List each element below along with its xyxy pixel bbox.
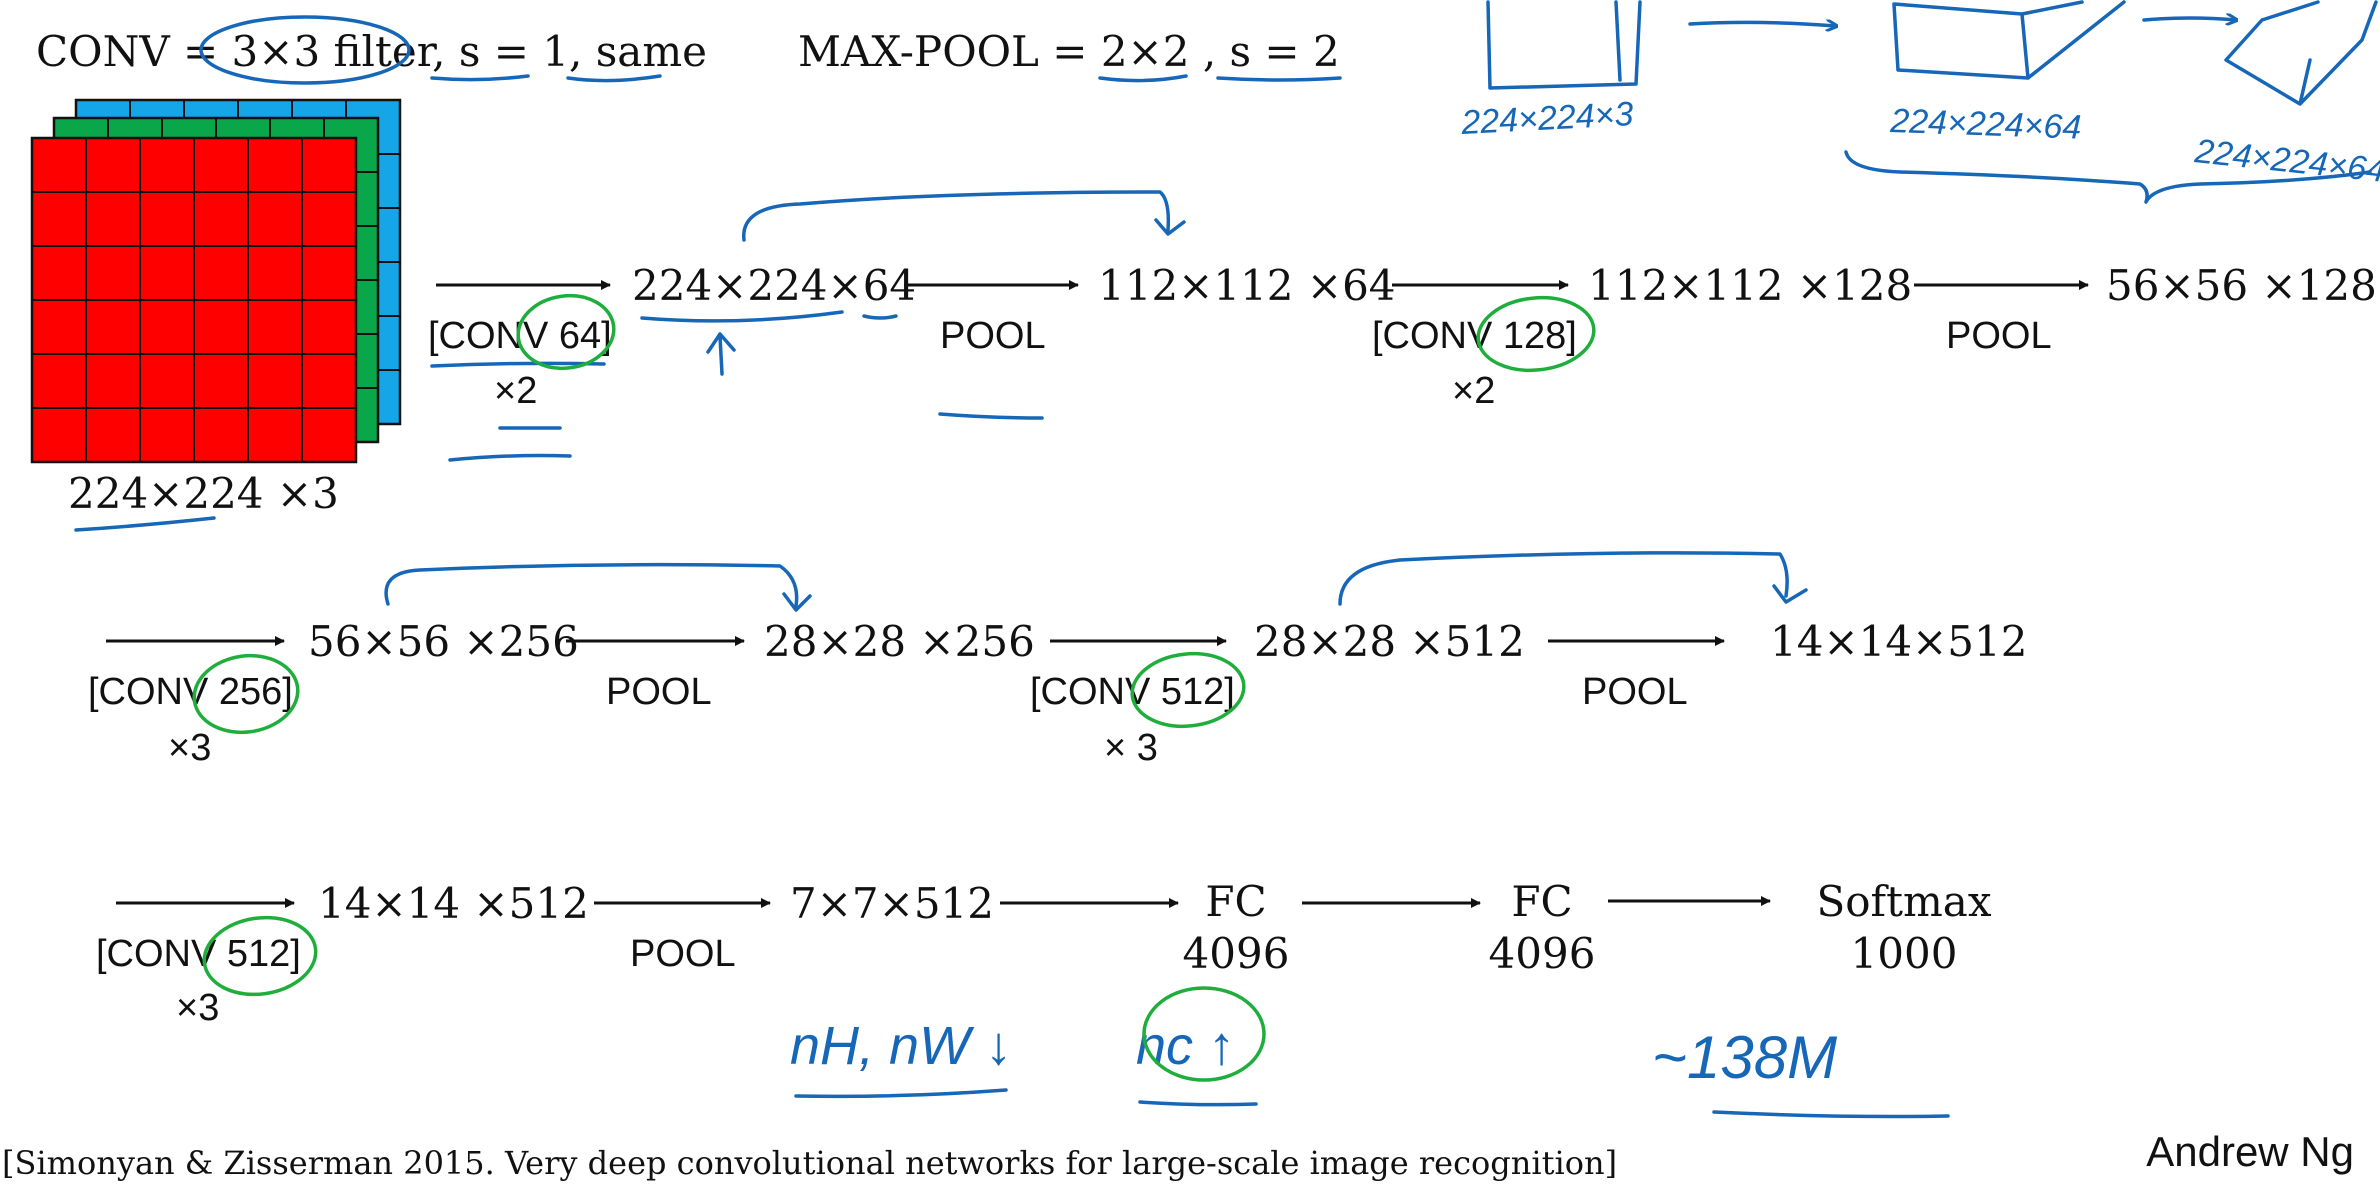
circle-256: [192, 653, 300, 735]
underline-input-shape: [74, 516, 216, 532]
op-conv-512b-repeat: ×3: [176, 987, 219, 1029]
underline-224x224: [640, 310, 844, 323]
input-shape: 224×224 ×3: [68, 469, 339, 518]
skip-arc-2: [384, 562, 812, 612]
softmax-name: Softmax: [1816, 877, 1991, 926]
input-volume: [30, 98, 402, 464]
circle-nc: [1142, 986, 1266, 1082]
fc-1-name: FC: [1205, 877, 1266, 926]
skip-arc-3: [1338, 551, 1808, 606]
underline-nc: [1138, 1100, 1258, 1107]
handwritten-annotations: 224×224×3 224×224×64 224×224×64 nH, nW ↓…: [74, 0, 2380, 1119]
shape-112x112x128: 112×112 ×128: [1588, 261, 1912, 310]
underline-stride: [430, 74, 530, 82]
underline-s2: [1216, 76, 1342, 82]
underline-same: [566, 74, 662, 83]
up-arrow-note: [706, 332, 736, 376]
op-conv-64-repeat: ×2: [494, 370, 537, 412]
sketch-volume-3: [2224, 0, 2378, 106]
circle-64: [516, 293, 616, 371]
op-pool-4: POOL: [1582, 671, 1688, 713]
author: Andrew Ng: [2146, 1128, 2354, 1175]
softmax-units: 1000: [1851, 929, 1958, 978]
op-pool-5: POOL: [630, 933, 736, 975]
op-conv-128: [CONV 128]: [1372, 315, 1577, 357]
underline-hw-note: [794, 1088, 1008, 1099]
op-conv-128-repeat: ×2: [1452, 370, 1495, 412]
fc-2-units: 4096: [1489, 929, 1596, 978]
pool-spec: MAX-POOL = 2×2 , s = 2: [798, 27, 1340, 76]
shape-56x56x128: 56×56 ×128: [2106, 261, 2377, 310]
shape-224x224x64: 224×224×64: [632, 261, 916, 310]
sketch-arrow-2: [2142, 18, 2236, 20]
skip-arc-1: [742, 190, 1186, 242]
conv-spec: CONV = 3×3 filter, s = 1, same: [36, 27, 707, 76]
underline-params: [1712, 1110, 1950, 1119]
shape-28x28x256: 28×28 ×256: [764, 617, 1035, 666]
shape-14x14x512b: 14×14 ×512: [318, 879, 589, 928]
sketch-volume-1: [1486, 0, 1642, 90]
shape-28x28x512: 28×28 ×512: [1254, 617, 1525, 666]
fc-1-units: 4096: [1183, 929, 1290, 978]
note-params: ~138M: [1652, 1024, 1837, 1091]
op-conv-512b: [CONV 512]: [96, 933, 301, 975]
shape-7x7x512: 7×7×512: [790, 879, 994, 928]
fc-2-name: FC: [1511, 877, 1572, 926]
shape-14x14x512a: 14×14×512: [1770, 617, 2027, 666]
sketch-arrow-1: [1688, 22, 1836, 26]
sketch-label-2: 224×224×64: [1889, 102, 2082, 147]
op-conv-512a-repeat: × 3: [1104, 727, 1158, 769]
op-pool-3: POOL: [606, 671, 712, 713]
underline-pool-1: [938, 412, 1044, 420]
note-hw-decrease: nH, nW ↓: [790, 1016, 1012, 1076]
op-conv-256: [CONV 256]: [88, 671, 293, 713]
sketch-label-1: 224×224×3: [1459, 95, 1634, 142]
circle-512a: [1130, 651, 1246, 729]
shape-56x56x256: 56×56 ×256: [308, 617, 579, 666]
underline-2x2: [1098, 74, 1188, 83]
underline-64-dim: [862, 314, 898, 320]
op-pool-1: POOL: [940, 315, 1046, 357]
circle-3x3-filter: [199, 15, 411, 85]
sketch-volume-2: [1892, 0, 2126, 80]
circle-128: [1476, 295, 1596, 373]
citation: [Simonyan & Zisserman 2015. Very deep co…: [2, 1144, 1617, 1182]
op-conv-256-repeat: ×3: [168, 727, 211, 769]
note-nc-increase: nc ↑: [1136, 1016, 1235, 1076]
circle-512b: [202, 915, 318, 997]
op-pool-2: POOL: [1946, 315, 2052, 357]
brace-top: [1844, 150, 2372, 204]
underline-conv-extra: [448, 453, 572, 462]
shape-112x112x64: 112×112 ×64: [1098, 261, 1396, 310]
